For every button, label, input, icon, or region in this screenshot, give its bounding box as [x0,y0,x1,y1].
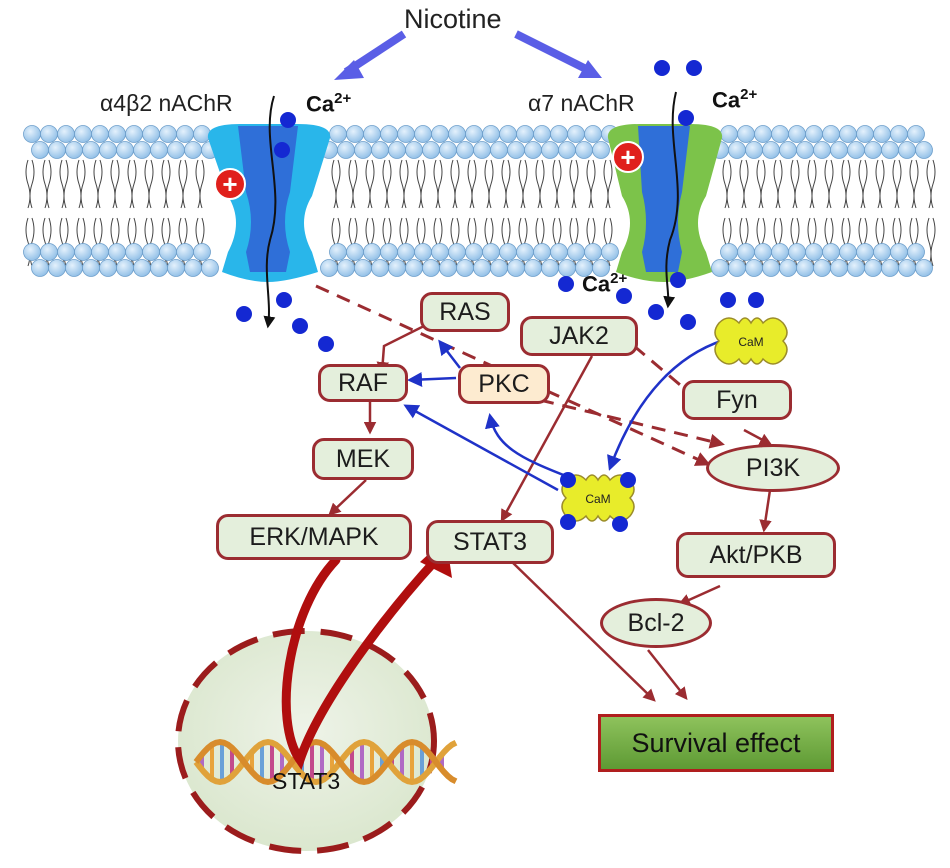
node-stat3: STAT3 [426,520,554,564]
pathway-arrows [328,320,772,702]
nicotine-label: Nicotine [404,4,502,34]
node-fyn: Fyn [682,380,792,420]
node-pkc: PKC [458,364,550,404]
calmodulin-arrows [403,338,725,492]
stat3-feedback-loop-arrow [281,555,441,770]
ion-flow-a7-arrow [663,91,679,309]
calmodulin-icon: CaM [560,472,636,532]
node-jak2: JAK2 [520,316,638,356]
calmodulin-icon: CaM [714,317,788,365]
nuclear-stat3-label: STAT3 [272,768,341,794]
ion-flow-a4b2-arrow [263,95,277,329]
dna-helix-icon [193,738,458,786]
node-mek: MEK [312,438,414,480]
calcium-ion-label: Ca2+ [306,90,352,117]
node-raf: RAF [318,364,408,402]
node-akt-pkb: Akt/PKB [676,532,836,578]
node-ras: RAS [420,292,510,332]
alpha4beta2-receptor [207,124,331,282]
positive-charge-icon: + [214,168,246,200]
alpha7-receptor-label: α7 nAChR [528,90,635,116]
fyn-to-pi3k-arrow [743,428,773,446]
svg-text:+: + [620,142,635,172]
calcium-ions [236,60,764,352]
calcium-ion-label: Ca2+ [582,270,628,297]
node-bcl2: Bcl-2 [600,598,712,648]
node-erk-mapk: ERK/MAPK [216,514,412,560]
node-pi3k: PI3K [706,444,840,492]
cell-membrane [23,125,936,277]
alpha4beta2-receptor-label: α4β2 nAChR [100,90,233,116]
nicotine-arrow-right [514,30,590,74]
survival-effect-box: Survival effect [598,714,834,772]
svg-text:CaM: CaM [738,335,763,349]
calcium-ion-label: Ca2+ [712,86,758,113]
svg-text:CaM: CaM [585,492,610,506]
positive-charge-icon: + [612,141,644,173]
svg-text:+: + [222,169,237,199]
